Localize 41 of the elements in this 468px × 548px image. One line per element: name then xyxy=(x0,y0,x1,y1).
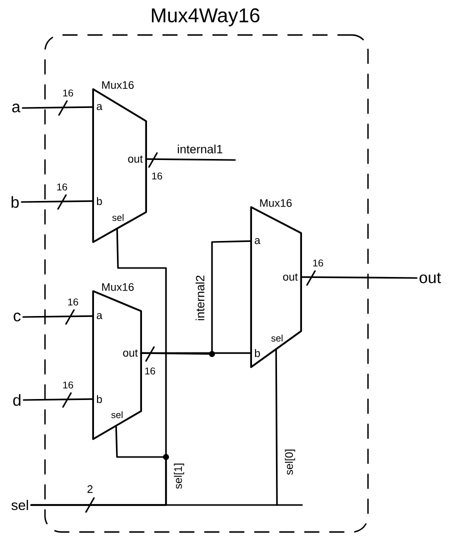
port-label: sel xyxy=(112,214,124,221)
pin-label: a xyxy=(12,104,20,112)
signal-label: sel[0] xyxy=(284,448,296,476)
wire xyxy=(140,240,252,355)
pin-label: d xyxy=(13,394,20,406)
port-label: b xyxy=(255,349,260,358)
block-title: Mux16 xyxy=(102,81,134,89)
port-label: sel xyxy=(271,334,282,342)
port-label: out xyxy=(128,156,143,163)
pin-label: b xyxy=(12,196,19,208)
port-label: out xyxy=(283,274,298,281)
wire xyxy=(22,106,94,109)
block-title: Mux16 xyxy=(260,199,292,207)
wire xyxy=(30,348,278,506)
port-label: a xyxy=(96,313,102,320)
port-label: b xyxy=(97,395,102,404)
pin-label: c xyxy=(14,312,21,322)
port-label: out xyxy=(123,350,138,357)
block-title: Mux16 xyxy=(102,283,134,291)
pin-label: out xyxy=(420,272,441,284)
wire xyxy=(300,276,418,279)
pin-label: sel xyxy=(11,500,28,510)
port-label: a xyxy=(254,238,260,244)
bus-width-label: 16 xyxy=(311,258,325,268)
port-label: sel xyxy=(111,411,122,418)
wire xyxy=(145,158,236,161)
wire xyxy=(20,200,94,203)
bus-width-label: 16 xyxy=(55,182,69,192)
port-label: a xyxy=(96,104,102,110)
bus-width-label: 16 xyxy=(66,297,80,307)
port-label: b xyxy=(97,197,102,206)
wire xyxy=(22,398,94,401)
signal-label: sel[1] xyxy=(172,462,186,490)
signal-label: internal2 xyxy=(194,274,206,322)
bus-width-label: 16 xyxy=(61,88,75,98)
signal-label: internal1 xyxy=(176,144,224,154)
chip-title: Mux4Way16 xyxy=(152,8,260,26)
bus-width-label: 16 xyxy=(143,366,157,376)
wire xyxy=(22,315,94,318)
bus-width-label: 16 xyxy=(61,380,75,390)
bus-width-label: 2 xyxy=(88,485,92,493)
